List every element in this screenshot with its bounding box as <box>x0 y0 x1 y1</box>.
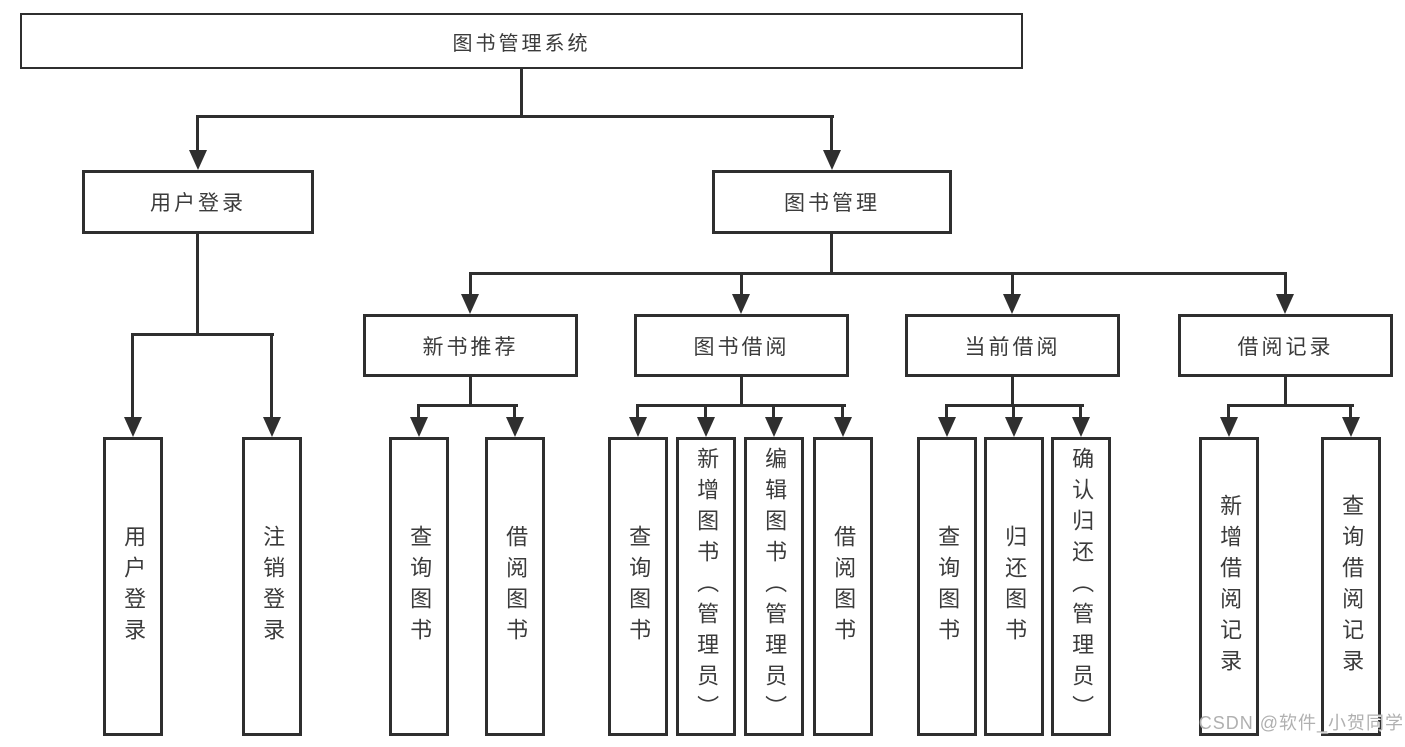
connector-line <box>196 115 199 151</box>
node-current-borrowing: 当前借阅 <box>905 314 1120 377</box>
connector-line <box>830 234 833 274</box>
connector-line <box>1011 272 1014 294</box>
connector-line <box>513 404 516 417</box>
leaf-user-login: 用户登录 <box>103 437 163 736</box>
connector-line <box>945 404 948 417</box>
leaf-borrow-books: 借阅图书 <box>813 437 873 736</box>
connector-line <box>1227 404 1230 417</box>
leaf-add-books-admin: 新增图书（管理员） <box>676 437 736 736</box>
arrow-down-icon <box>1003 294 1021 314</box>
arrow-down-icon <box>124 417 142 437</box>
arrow-down-icon <box>834 417 852 437</box>
watermark-text: CSDN @软件_小贺同学 <box>1198 713 1404 733</box>
arrow-down-icon <box>410 417 428 437</box>
arrow-down-icon <box>506 417 524 437</box>
connector-line <box>740 377 743 406</box>
arrow-down-icon <box>1276 294 1294 314</box>
leaf-edit-books-admin: 编辑图书（管理员） <box>744 437 804 736</box>
leaf-add-borrow-record: 新增借阅记录 <box>1199 437 1259 736</box>
arrow-down-icon <box>189 150 207 170</box>
connector-line <box>520 69 523 118</box>
connector-line <box>196 115 834 118</box>
connector-line <box>1079 404 1082 417</box>
connector-line <box>1011 377 1014 406</box>
arrow-down-icon <box>697 417 715 437</box>
arrow-down-icon <box>1072 417 1090 437</box>
node-library-management-system: 图书管理系统 <box>20 13 1023 69</box>
leaf-return-books: 归还图书 <box>984 437 1044 736</box>
connector-line <box>772 404 775 417</box>
connector-line <box>1349 404 1352 417</box>
connector-line <box>841 404 844 417</box>
leaf-query-books-current: 查询图书 <box>917 437 977 736</box>
connector-line <box>131 333 134 418</box>
leaf-logout: 注销登录 <box>242 437 302 736</box>
leaf-query-borrow-record: 查询借阅记录 <box>1321 437 1381 736</box>
connector-line <box>417 404 420 417</box>
leaf-borrow-books-recommend: 借阅图书 <box>485 437 545 736</box>
arrow-down-icon <box>461 294 479 314</box>
connector-line <box>740 272 743 294</box>
node-book-management: 图书管理 <box>712 170 952 234</box>
arrow-down-icon <box>1342 417 1360 437</box>
connector-line <box>704 404 707 417</box>
connector-line <box>270 333 273 418</box>
arrow-down-icon <box>823 150 841 170</box>
connector-line <box>1012 404 1015 417</box>
arrow-down-icon <box>629 417 647 437</box>
arrow-down-icon <box>1220 417 1238 437</box>
node-new-book-recommendation: 新书推荐 <box>363 314 578 377</box>
connector-line <box>1284 377 1287 406</box>
connector-line <box>830 115 833 151</box>
leaf-confirm-return-admin: 确认归还（管理员） <box>1051 437 1111 736</box>
arrow-down-icon <box>732 294 750 314</box>
arrow-down-icon <box>938 417 956 437</box>
connector-line <box>131 333 274 336</box>
connector-line <box>636 404 639 417</box>
leaf-query-books-borrow: 查询图书 <box>608 437 668 736</box>
leaf-query-books-recommend: 查询图书 <box>389 437 449 736</box>
node-user-login: 用户登录 <box>82 170 314 234</box>
arrow-down-icon <box>765 417 783 437</box>
node-book-borrowing: 图书借阅 <box>634 314 849 377</box>
connector-line <box>1284 272 1287 294</box>
connector-line <box>469 272 472 294</box>
connector-line <box>469 272 1287 275</box>
arrow-down-icon <box>263 417 281 437</box>
connector-line <box>196 234 199 335</box>
connector-line <box>636 404 846 407</box>
arrow-down-icon <box>1005 417 1023 437</box>
connector-line <box>417 404 518 407</box>
connector-line <box>469 377 472 406</box>
node-borrowing-records: 借阅记录 <box>1178 314 1393 377</box>
connector-line <box>1227 404 1354 407</box>
